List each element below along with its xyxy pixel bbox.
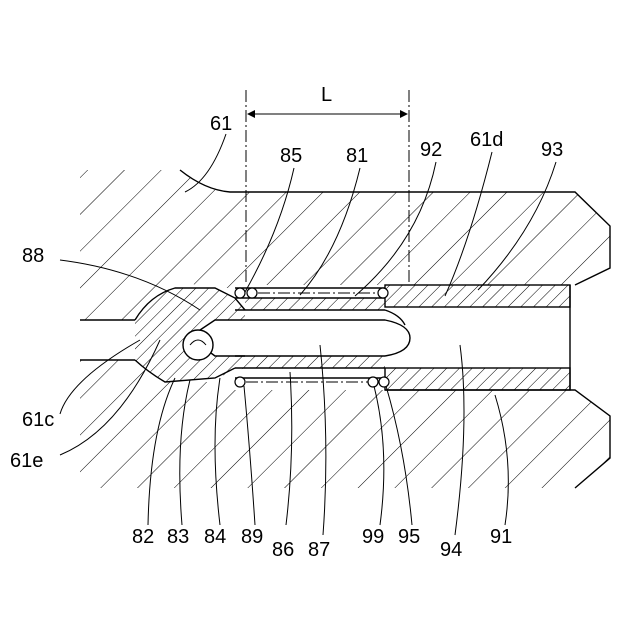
label-84: 84 xyxy=(204,526,226,548)
label-61d: 61d xyxy=(470,129,503,151)
label-61c: 61c xyxy=(22,409,54,431)
label-93: 93 xyxy=(541,139,563,161)
oring-85 xyxy=(247,288,257,298)
label-94: 94 xyxy=(440,539,462,561)
oring-95 xyxy=(379,377,389,387)
label-61e: 61e xyxy=(10,450,43,472)
tube-81-lower xyxy=(245,356,385,368)
label-85: 85 xyxy=(280,145,302,167)
label-83: 83 xyxy=(167,526,189,548)
sleeve-93-upper xyxy=(385,285,570,307)
label-61: 61 xyxy=(210,113,232,135)
ball xyxy=(183,330,213,360)
label-88: 88 xyxy=(22,245,44,267)
label-81: 81 xyxy=(346,145,368,167)
label-86: 86 xyxy=(272,539,294,561)
label-99: 99 xyxy=(362,526,384,548)
label-92: 92 xyxy=(420,139,442,161)
label-95: 95 xyxy=(398,526,420,548)
oring-99 xyxy=(368,377,378,387)
label-87: 87 xyxy=(308,539,330,561)
label-89: 89 xyxy=(241,526,263,548)
dimension-L: L xyxy=(321,84,332,106)
label-82: 82 xyxy=(132,526,154,548)
sleeve-93-lower xyxy=(385,368,570,390)
oring-89 xyxy=(235,377,245,387)
label-91: 91 xyxy=(490,526,512,548)
oring-92 xyxy=(378,288,388,298)
tube-81-upper xyxy=(245,298,385,310)
